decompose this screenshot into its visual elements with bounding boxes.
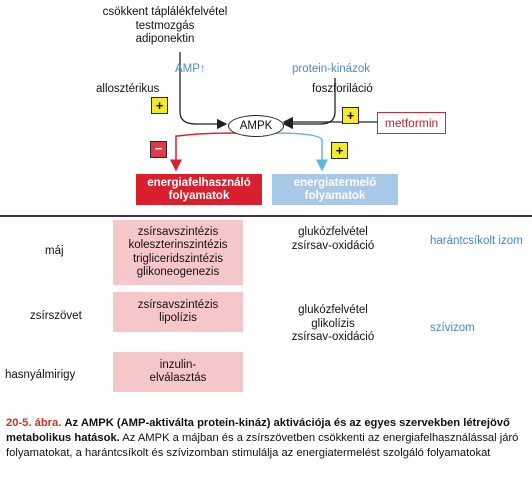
section-divider bbox=[0, 215, 532, 217]
list-item: elválasztás bbox=[149, 372, 207, 384]
tissue-skeletal-muscle: harántcsíkolt izom bbox=[430, 235, 523, 247]
list-item: inzulin- bbox=[159, 358, 197, 371]
metformin-box: metformin bbox=[377, 112, 446, 134]
arrow-ampk-to-energy-prod bbox=[271, 132, 328, 172]
plus-icon-allosteric: + bbox=[151, 97, 168, 114]
muscle-stimulated-list: glukózfelvétel zsírsav-oxidáció bbox=[268, 226, 398, 253]
caption-number: 20-5. ábra. bbox=[6, 417, 62, 429]
stimulus-exercise: testmozgás bbox=[135, 19, 195, 32]
stimulus-adiponectin: adiponektin bbox=[135, 33, 195, 45]
organ-liver: máj bbox=[45, 245, 64, 257]
list-item: zsírsav-oxidáció bbox=[291, 331, 375, 343]
stimulus-reduced-intake: csökkent táplálékfelvétel bbox=[102, 6, 228, 18]
plus-icon-phosphorylation: + bbox=[342, 107, 359, 124]
arrow-stimuli-to-ampk bbox=[179, 52, 228, 130]
figure-caption: 20-5. ábra. Az AMPK (AMP-aktiválta prote… bbox=[6, 416, 530, 461]
energy-use-box: energiafelhasználó folyamatok bbox=[136, 174, 262, 205]
amp-label: AMP↑ bbox=[175, 63, 206, 77]
arrow-ampk-to-energy-use bbox=[170, 132, 239, 172]
arrow-kinase-to-ampk bbox=[282, 78, 336, 130]
caption-title: Az AMPK (AMP-aktiválta protein-kináz) ak… bbox=[6, 417, 510, 444]
list-item: glikoneogenezis bbox=[136, 266, 220, 278]
energy-prod-line-1: energiatermelő bbox=[293, 176, 377, 189]
pancreas-inhibited-box: inzulin- elválasztás bbox=[113, 352, 243, 392]
list-item: glukózfelvétel bbox=[298, 304, 368, 316]
stimuli-list: csökkent táplálékfelvétel testmozgás adi… bbox=[60, 6, 270, 47]
plus-icon-stimulation: + bbox=[331, 142, 348, 159]
list-item: zsírsavszintézis bbox=[137, 225, 219, 238]
list-item: koleszterinszintézis bbox=[128, 239, 228, 251]
energy-use-line-1: energiafelhasználó bbox=[147, 176, 251, 189]
amp-text: AMP bbox=[175, 63, 200, 75]
energy-prod-line-2: folyamatok bbox=[304, 189, 366, 202]
organ-adipose: zsírszövet bbox=[30, 310, 82, 322]
list-item: zsírsavszintézis bbox=[137, 298, 219, 311]
list-item: trigliceridszintézis bbox=[132, 252, 224, 265]
minus-icon-inhibition: − bbox=[150, 141, 167, 158]
list-item: lipolízis bbox=[159, 312, 197, 324]
organ-pancreas: hasnyálmirigy bbox=[5, 369, 76, 381]
list-item: zsírsav-oxidáció bbox=[291, 239, 375, 252]
allosteric-label: allosztérikus bbox=[96, 83, 160, 95]
liver-inhibited-box: zsírsavszintézis koleszterinszintézis tr… bbox=[113, 220, 243, 285]
ampk-node: AMPK bbox=[228, 115, 284, 137]
phosphorylation-label: foszforiláció bbox=[312, 83, 373, 95]
caption-text: Az AMPK a májban és a zsírszövetben csök… bbox=[6, 432, 519, 459]
list-item: glukózfelvétel bbox=[298, 226, 368, 238]
tissue-heart: szívizom bbox=[430, 322, 475, 334]
adipose-inhibited-box: zsírsavszintézis lipolízis bbox=[113, 292, 243, 332]
energy-prod-box: energiatermelő folyamatok bbox=[272, 174, 398, 205]
protein-kinase-label: protein-kinázok bbox=[292, 63, 370, 75]
list-item: glikolízis bbox=[311, 317, 355, 330]
up-arrow-icon: ↑ bbox=[199, 63, 206, 75]
energy-use-line-2: folyamatok bbox=[168, 189, 230, 202]
heart-stimulated-list: glukózfelvétel glikolízis zsírsav-oxidác… bbox=[268, 304, 398, 345]
